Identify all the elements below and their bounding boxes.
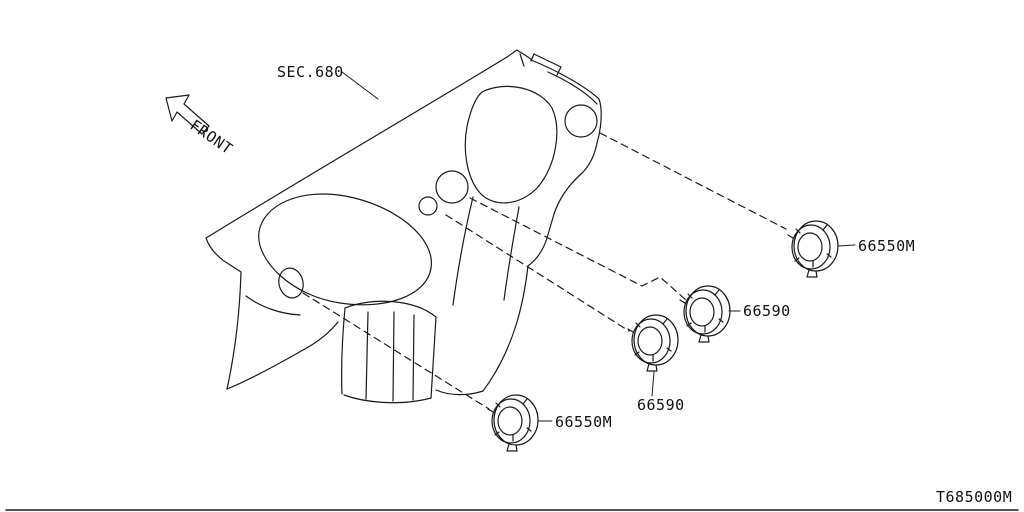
leader-lines-dashed	[302, 132, 787, 410]
instrument-panel-drawing	[205, 49, 602, 404]
part-66590-lower-drawing	[627, 314, 679, 372]
diagram-code: T685000M	[936, 488, 1013, 506]
part-label-66590-lower: 66590	[637, 396, 685, 414]
part-66550m-lower-drawing	[487, 394, 539, 452]
part-label-66550m-lower: 66550M	[555, 413, 613, 431]
part-label-66550m-upper: 66550M	[858, 237, 916, 255]
front-arrow-icon	[165, 94, 210, 135]
part-66590-upper-drawing	[679, 285, 731, 343]
part-label-66590-upper: 66590	[743, 302, 791, 320]
part-66550m-upper-drawing	[787, 220, 839, 278]
section-label: SEC.680	[277, 63, 344, 81]
label-leader-lines	[341, 71, 856, 422]
